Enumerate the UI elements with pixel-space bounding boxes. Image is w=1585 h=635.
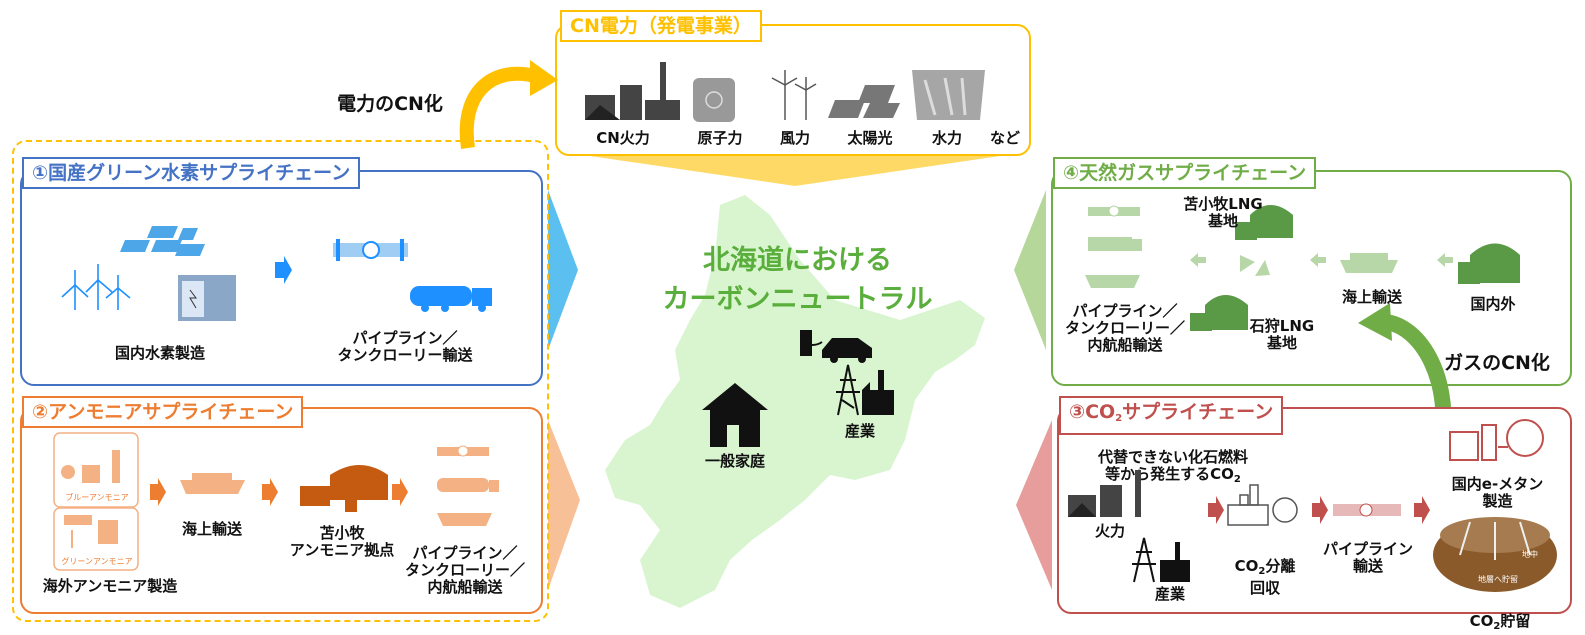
factory-icon <box>862 370 894 415</box>
gas-chevron <box>1014 190 1046 350</box>
green-ammonia-plant-icon <box>53 507 139 571</box>
hydrogen-flow-arrow <box>275 256 292 284</box>
underground-label-2: 地層へ貯留 <box>1478 575 1518 584</box>
ishikari-lng-tank-icon <box>1190 295 1248 331</box>
gas-title: ④天然ガスサプライチェーン <box>1053 157 1317 189</box>
co2-storage-icon <box>1433 517 1557 592</box>
ammonia-sea-label: 海上輸送 <box>181 520 242 538</box>
hydrogen-pipeline-icon <box>333 239 408 261</box>
underground-label-1: 地中 <box>1522 550 1538 559</box>
co2-power-tower-icon <box>1132 537 1156 583</box>
cn-thermal-icon <box>585 62 680 120</box>
solar-panel-icon <box>828 85 900 118</box>
nuclear-icon <box>693 78 735 122</box>
power-tower-icon <box>836 364 860 416</box>
blue-ammonia-plant-icon <box>53 432 139 508</box>
ammonia-flow-arrow-2 <box>262 478 278 506</box>
green-ammonia-label: グリーンアンモニア <box>61 557 133 566</box>
solar-array-icon <box>120 226 205 256</box>
tomakomai-lng-tank-icon <box>1235 205 1293 240</box>
power-consumer-dashed-frame <box>12 140 549 622</box>
gas-sea-label: 海上輸送 <box>1341 288 1402 306</box>
co2-industry-label: 産業 <box>1154 585 1185 603</box>
gas-arrow-left-2 <box>1310 253 1326 267</box>
power-item-nuclear: 原子力 <box>697 129 743 147</box>
ammonia-chevron <box>548 420 580 590</box>
power-chevron <box>563 152 1027 186</box>
power-item-cn-thermal: CN火力 <box>596 129 650 147</box>
center-title-line1: 北海道における <box>703 245 892 276</box>
co2-flow-arrow-1 <box>1208 496 1224 524</box>
wind-turbines-icon <box>61 264 131 310</box>
ammonia-ship-icon <box>180 473 245 494</box>
co2-pipeline-label: パイプライン 輸送 <box>1322 540 1413 575</box>
hydrogen-tanker-truck-icon <box>410 286 492 312</box>
power-item-wind: 風力 <box>779 129 810 147</box>
hydrogen-title: ①国産グリーン水素サプライチェーン <box>22 157 361 189</box>
co2-capture-plant-icon <box>1227 484 1298 526</box>
overseas-lng-tank-icon <box>1458 243 1520 284</box>
ammonia-transport-label: パイプライン／ タンクローリー／ 内航船輸送 <box>404 544 525 596</box>
co2-flow-arrow-2 <box>1312 496 1328 524</box>
ishikari-lng-label: 石狩LNG 基地 <box>1249 317 1315 352</box>
center-title-line2: カーボンニュートラル <box>662 284 933 315</box>
power-item-hydro: 水力 <box>931 129 962 147</box>
hydrogen-production-label: 国内水素製造 <box>114 344 205 362</box>
electrolyzer-icon <box>178 275 236 321</box>
co2-chevron <box>1016 420 1052 590</box>
household-label: 一般家庭 <box>704 452 765 470</box>
wind-turbine-icon <box>771 70 817 120</box>
industry-label: 産業 <box>844 422 875 440</box>
ammonia-overseas-label: 海外アンモニア製造 <box>42 577 178 595</box>
lng-ship-icon <box>1340 253 1398 273</box>
co2-storage-label: CO2貯留 <box>1469 612 1531 633</box>
cn-power-title: CN電力（発電事業） <box>560 10 762 42</box>
gas-cn-label: ガスのCN化 <box>1444 352 1550 374</box>
household-icon <box>702 383 768 447</box>
ammonia-flow-arrow-1 <box>150 478 166 506</box>
gas-arrow-left-1 <box>1190 253 1206 267</box>
power-cn-label: 電力のCN化 <box>337 93 443 115</box>
emethane-plant-icon <box>1449 419 1544 461</box>
ammonia-flow-arrow-3 <box>392 478 408 506</box>
co2-pipeline-icon <box>1333 503 1401 517</box>
co2-thermal-icon <box>1068 470 1141 517</box>
ammonia-hub-label: 苫小牧 アンモニア拠点 <box>289 524 395 559</box>
ammonia-transport-icons <box>437 445 499 526</box>
gas-cycle-icon <box>1240 255 1270 276</box>
electric-car-icon <box>800 330 872 363</box>
co2-flow-arrow-3 <box>1414 496 1430 524</box>
emethane-label: 国内e-メタン 製造 <box>1451 475 1544 510</box>
gas-transport-icons <box>1085 205 1142 288</box>
tomakomai-lng-label: 苫小牧LNG 基地 <box>1183 195 1263 230</box>
ammonia-title: ②アンモニアサプライチェーン <box>22 396 304 428</box>
co2-factory-icon <box>1160 542 1190 582</box>
co2-title: ③CO2サプライチェーン <box>1059 396 1284 435</box>
co2-thermal-label: 火力 <box>1094 522 1125 540</box>
hydrogen-transport-label: パイプライン／ タンクローリー輸送 <box>337 329 473 364</box>
gas-arrow-left-3 <box>1437 253 1453 267</box>
hokkaido-shape <box>605 195 985 608</box>
power-item-etc: など <box>989 129 1020 147</box>
co2-capture-label: CO2分離回収 <box>1234 557 1296 597</box>
power-item-solar: 太陽光 <box>847 129 893 147</box>
gas-transport-label: パイプライン／ タンクローリー／ 内航船輸送 <box>1064 302 1185 354</box>
hydrogen-chevron <box>548 190 578 350</box>
ammonia-hub-tank-icon <box>300 465 388 512</box>
hydro-dam-icon <box>912 70 985 120</box>
blue-ammonia-label: ブルーアンモニア <box>65 493 129 502</box>
gas-overseas-label: 国内外 <box>1470 295 1516 313</box>
